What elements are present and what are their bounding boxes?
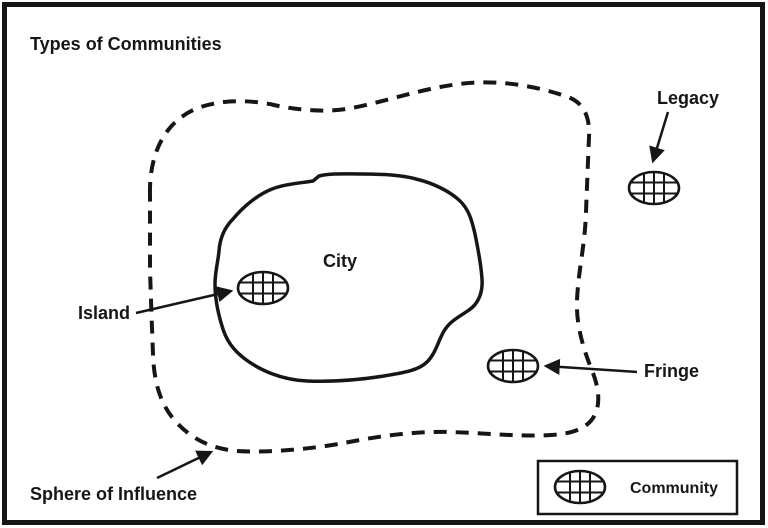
island-arrow: [135, 286, 234, 315]
legend-community-label: Community: [630, 480, 718, 497]
legacy-arrow: [649, 111, 670, 164]
island-community-symbol: [238, 272, 288, 304]
city-label: City: [323, 251, 357, 271]
legacy-community-symbol: [629, 172, 679, 204]
sphere-of-influence-arrow: [156, 450, 214, 480]
island-label: Island: [78, 303, 130, 323]
city-boundary: [213, 172, 484, 383]
fringe-label: Fringe: [644, 361, 699, 381]
legacy-label: Legacy: [657, 88, 719, 108]
legend: Community: [536, 459, 739, 516]
sphere-of-influence-label: Sphere of Influence: [30, 484, 197, 504]
legend-community-symbol: [555, 471, 605, 503]
fringe-community-symbol: [488, 350, 538, 382]
diagram-title: Types of Communities: [30, 34, 222, 54]
fringe-arrow: [543, 358, 638, 376]
